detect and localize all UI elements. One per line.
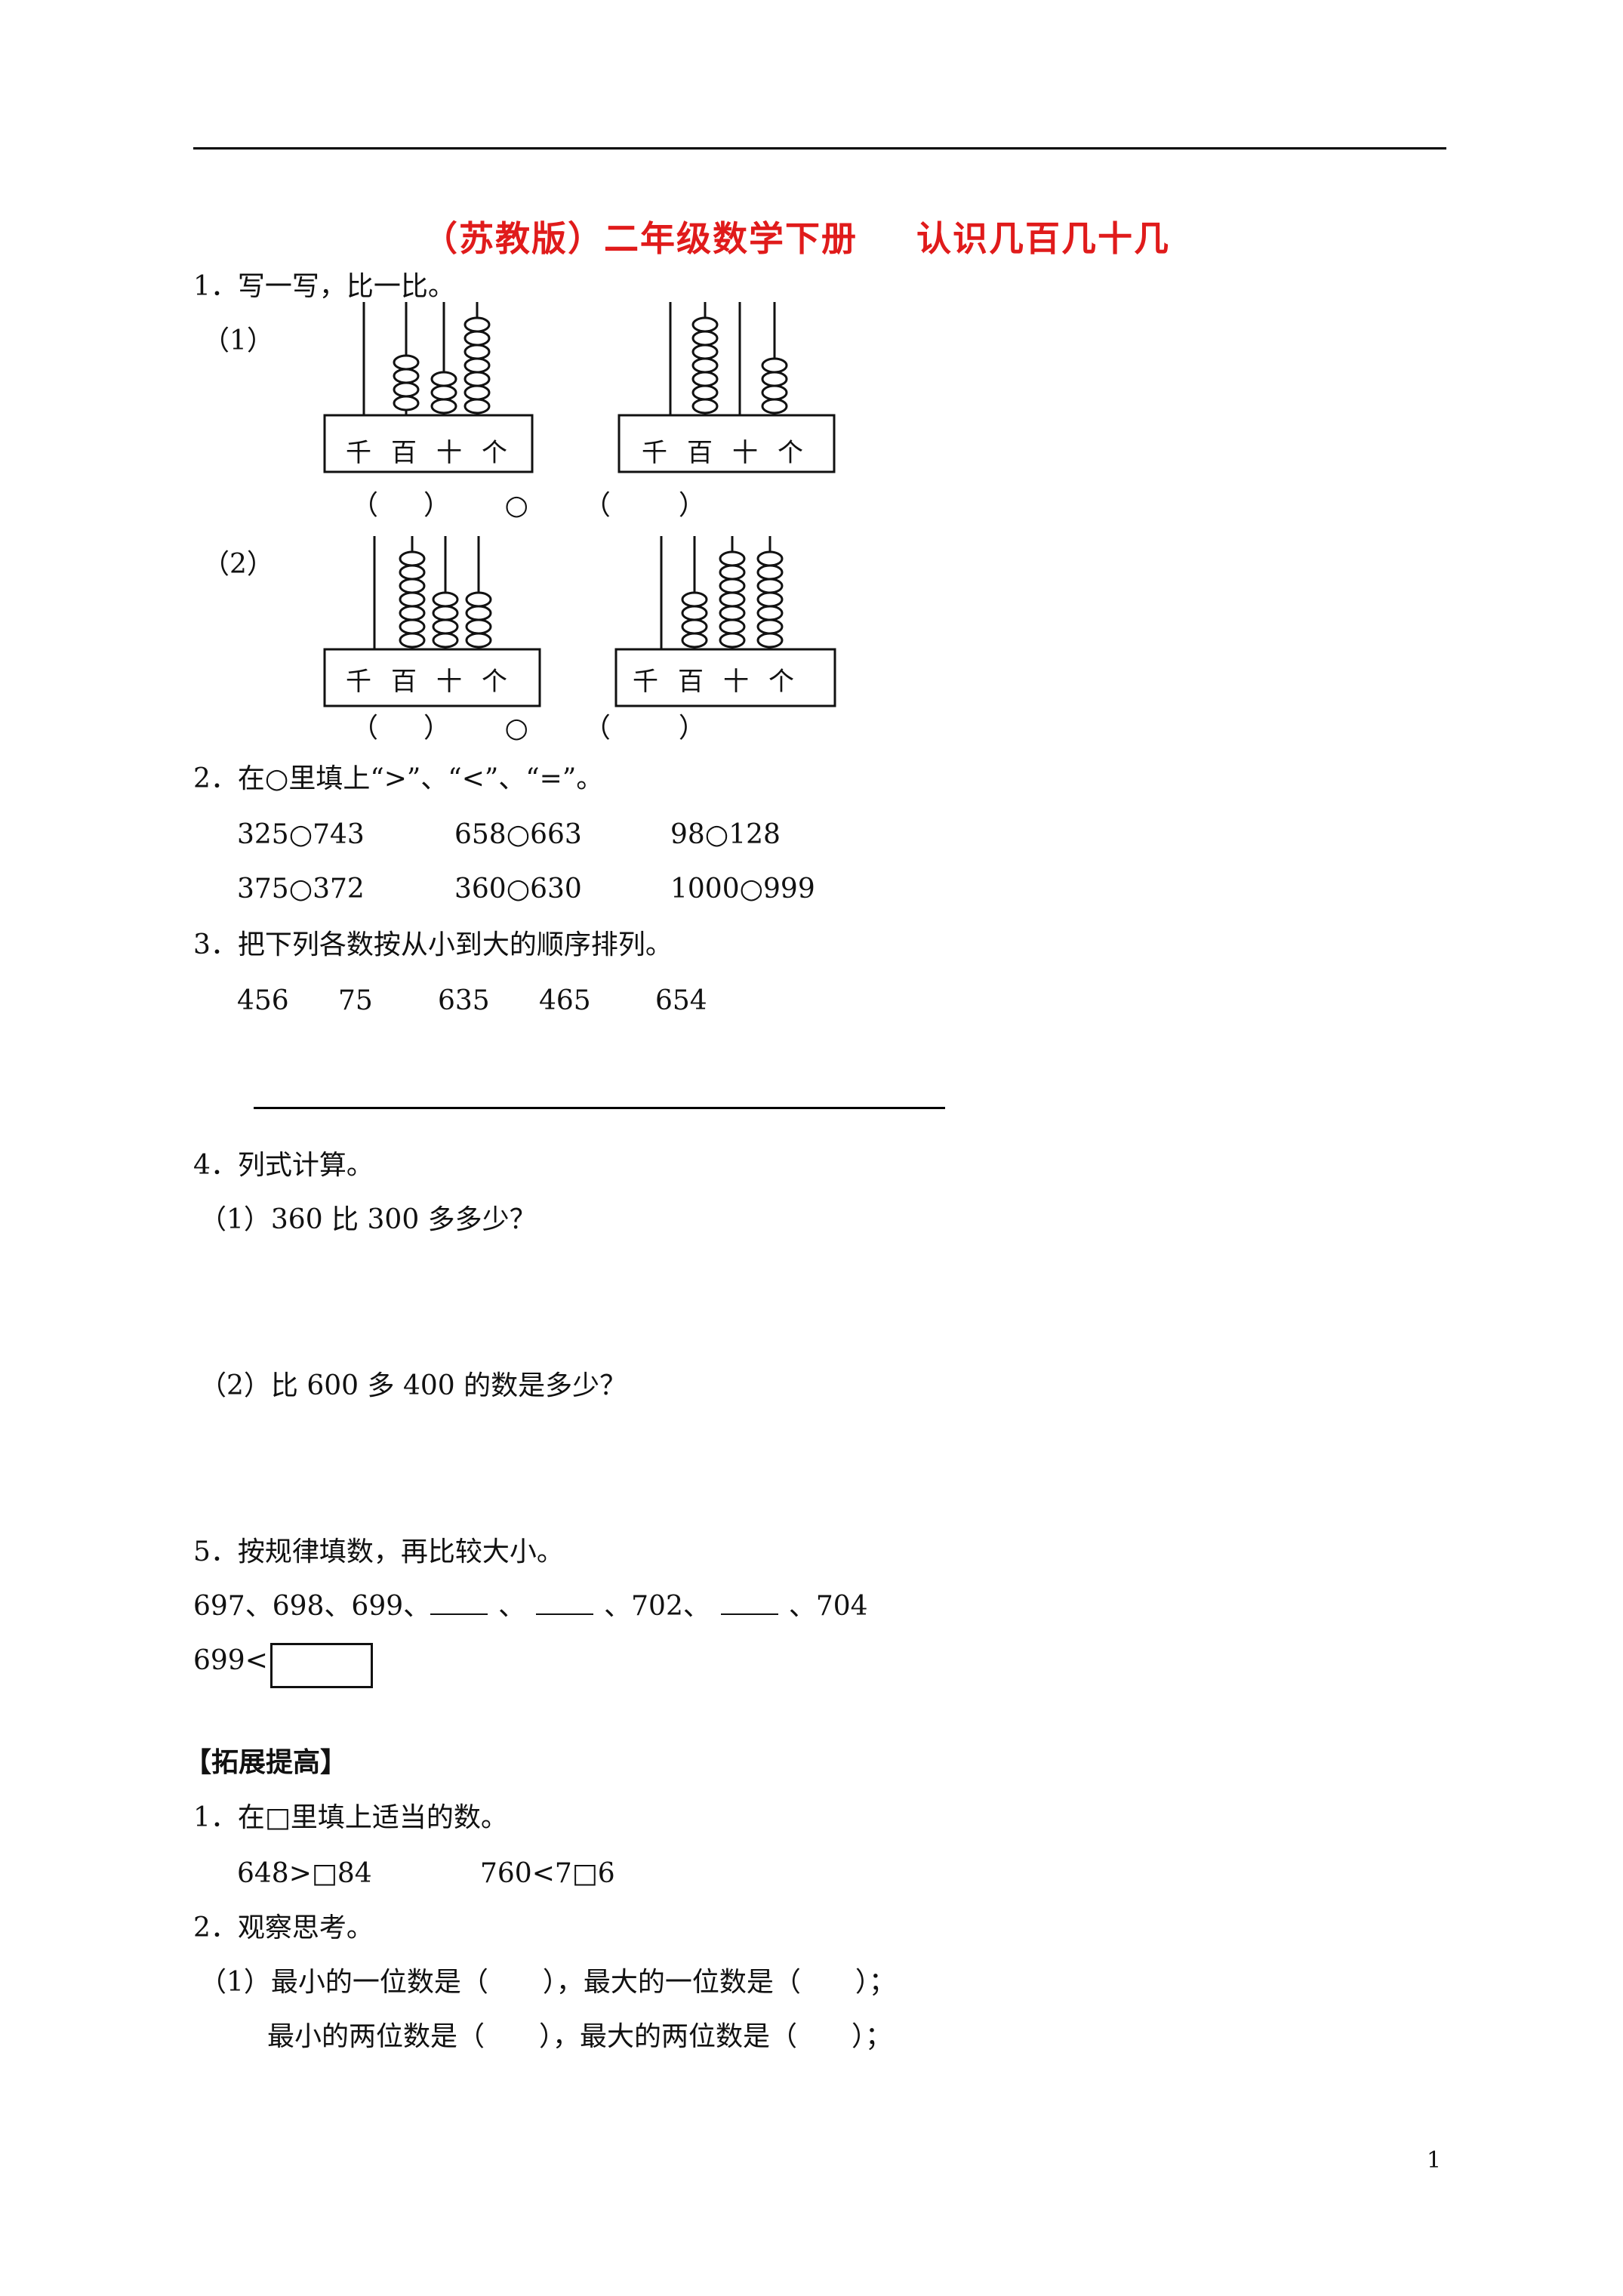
q5-answer-box[interactable] <box>270 1643 373 1688</box>
q5-sequence: 697、698、699、、、702、、704 <box>193 1591 868 1622</box>
q3-number: 456 <box>237 985 289 1016</box>
q3-number: 75 <box>338 985 373 1016</box>
q1-sub2-label: （2） <box>202 549 274 580</box>
q2-item[interactable]: 375○372 <box>237 874 365 905</box>
ext1-item-b[interactable]: 760<7□6 <box>480 1858 615 1889</box>
q1-sub1-label: （1） <box>202 325 274 356</box>
abacus-2-labels: 千百十个 <box>642 438 823 468</box>
q1-row2-blanks: （） ○ （） <box>351 713 706 744</box>
extension-heading: 【拓展提高】 <box>184 1746 348 1778</box>
q3-answer-line[interactable] <box>254 1107 945 1109</box>
ext1-prompt: 1．在□里填上适当的数。 <box>193 1802 508 1833</box>
abacus-4 <box>614 536 836 707</box>
seq-blank[interactable] <box>430 1613 488 1615</box>
title-part2: 认识几百几十几 <box>916 218 1171 259</box>
q2-prompt: 2．在○里填上“>”、“<”、“=”。 <box>193 763 604 794</box>
q2-item[interactable]: 658○663 <box>454 819 582 850</box>
abacus-1-labels: 千百十个 <box>346 438 527 468</box>
abacus-4-labels: 千百十个 <box>633 667 814 697</box>
ext2-prompt: 2．观察思考。 <box>193 1912 374 1943</box>
abacus-2 <box>617 302 836 473</box>
abacus-3 <box>323 536 541 707</box>
top-rule <box>193 147 1446 149</box>
title-part1: （苏教版）二年级数学下册 <box>423 218 858 259</box>
q1-prompt: 1．写一写，比一比。 <box>193 271 455 302</box>
seq-blank[interactable] <box>720 1613 778 1615</box>
q3-prompt: 3．把下列各数按从小到大的顺序排列。 <box>193 929 673 960</box>
q4-part1: （1）360 比 300 多多少？ <box>199 1204 537 1235</box>
q4-prompt: 4．列式计算。 <box>193 1150 374 1181</box>
page-number: 1 <box>1427 2147 1442 2174</box>
compare-circle-1[interactable]: ○ <box>504 490 528 521</box>
q2-item[interactable]: 98○128 <box>670 819 781 850</box>
q3-number: 465 <box>539 985 591 1016</box>
q1-row1-blanks: （） ○ （） <box>351 490 706 521</box>
ext1-item-a[interactable]: 648>□84 <box>237 1858 372 1889</box>
q5-compare: 699< <box>193 1645 268 1676</box>
q5-prompt: 5．按规律填数，再比较大小。 <box>193 1536 564 1567</box>
q4-part2: （2）比 600 多 400 的数是多少？ <box>199 1370 627 1401</box>
q2-item[interactable]: 360○630 <box>454 874 582 905</box>
abacus-3-labels: 千百十个 <box>346 667 527 697</box>
q2-item[interactable]: 1000○999 <box>670 874 815 905</box>
compare-circle-2[interactable]: ○ <box>504 713 528 744</box>
ext2-line1: （1）最小的一位数是（ ），最大的一位数是（ ）； <box>199 1967 896 1998</box>
q3-number: 654 <box>655 985 707 1016</box>
ext2-line2: 最小的两位数是（ ），最大的两位数是（ ）； <box>267 2021 893 2052</box>
q2-item[interactable]: 325○743 <box>237 819 365 850</box>
page-title: （苏教版）二年级数学下册 认识几百几十几 <box>423 211 1170 261</box>
abacus-1 <box>323 302 534 473</box>
q3-number: 635 <box>438 985 490 1016</box>
seq-blank[interactable] <box>536 1613 594 1615</box>
